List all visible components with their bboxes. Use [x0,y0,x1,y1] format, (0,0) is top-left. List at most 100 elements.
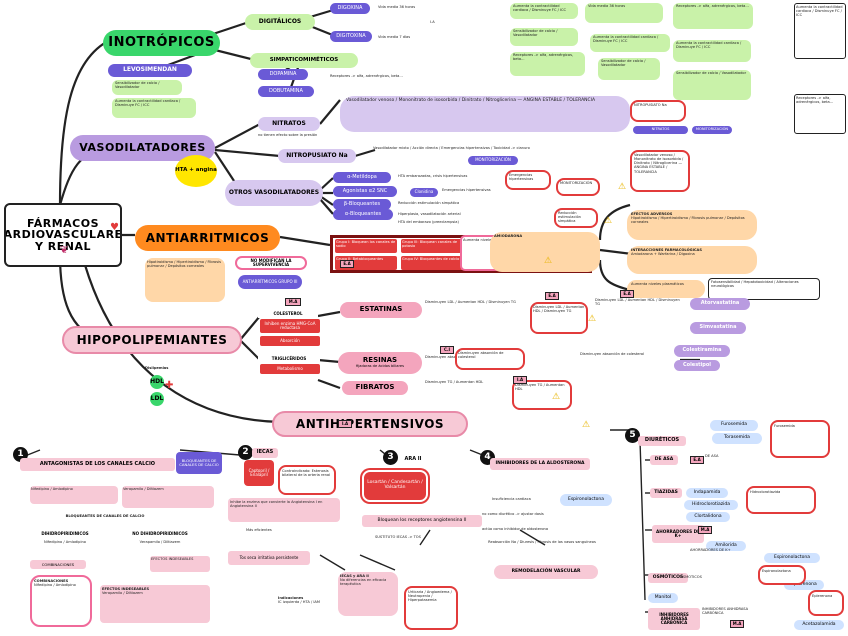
s2-ieca-ara-title: IECAS y ARA II [340,574,369,578]
estatinas-notes: Disminuyen LDL / Aumentan HDL / Disminuy… [425,300,516,304]
s5-ahorr-notes: AHORRADORES DE K+ [690,548,731,552]
s1-efectos: EFECTOS INDESEABLES Verapamilo / Diltiaz… [100,585,210,623]
estatinas-list: Disminuyen LDL / Aumentan HDL / Disminuy… [595,298,680,307]
warning-icon: ⚠ [552,392,561,402]
s4-como: no como diurético -> ajustar dosis [482,512,544,516]
amiodarona-title: AMIODARONA [494,234,523,238]
alfa-notes: Hiperplasia, vasodilatación arterial [398,212,461,216]
warning-icon: ⚠ [618,182,627,192]
vaso-tag-1: NITRATOS [633,126,688,134]
s5-eplerenona: Eplerenona [784,580,824,590]
estatinas-node: ESTATINAS [340,302,422,318]
nitratos-node: NITRATOS [258,117,320,131]
section-3-badge: 3 [383,450,398,465]
s5-furosemida: Furosemida [710,420,758,431]
badge-ea-5: E.A [620,290,634,298]
s5-aceta: Acetazolamida [794,620,844,630]
s2-cap: Captopril / Enalapril [244,460,274,486]
beta-bloq-node: β-Bloqueantes [333,199,391,210]
class-i: Grupo I: Bloquean los canales de sodio [335,239,397,253]
s4-insuf: Insuficiencia cardiaca [492,497,531,501]
s5-ea-2: Hidroclorotiazida [746,486,816,514]
hdl-badge: HDL [150,375,164,389]
vaso-ea-box-5: Vasodilatador venoso / Mononitrato de is… [630,150,690,192]
s5-amilorida: Amilorida [706,541,746,551]
no-modifican-node: NO MODIFICAN LA SUPERVIVENCIA [235,256,307,270]
s5-inhib: INHIBIDORES ANHIDRASA CARBÓNICA [648,608,700,630]
heart-icon: ♥ [110,222,119,233]
side-note-2: Receptores -> alfa, adrenérgicos, beta..… [794,94,846,134]
s2-ea: Urticaria / Angioedema / Neutropenia / H… [404,586,458,630]
badge-ea-1: M.A [285,298,301,306]
s5-torasemida: Torasemida [712,433,762,444]
badge-ea-9: M.A [698,526,712,534]
fibratos-notes: Disminuyen TG / Aumentan HDL [425,380,484,384]
atorvastatina-node: Atorvastatina [690,298,750,310]
digitoxina-vida-media: Vida media 7 días [378,35,411,39]
badge-ea-8: E.A [690,456,704,464]
badge-ea-3: C.I [440,346,454,354]
pill-icon: ✚ [165,380,174,391]
s1-amlo: Nifedipino / Amlodipino [44,540,86,544]
hta-embarazo: HTA del embarazo (preeclampsia) [398,220,459,224]
hta-angina-badge: HTA + angina [175,155,217,187]
symp-text: Receptores -> alfa, adrenérgicos, beta..… [330,74,403,78]
s5-hidro: Hidroclorotiazida [684,500,738,510]
vaso-tag-2: MONITORIZACIÓN [692,126,732,134]
green-note-5: Aumenta la contractilidad cardiaca / Dis… [590,34,670,52]
s2-efectos: Más eficientes [246,528,272,532]
s1-vera: Verapamilo / Diltiazem [139,540,181,544]
s1-comb-list: Nifedipino / Amlodipino [34,583,76,588]
s2-tos: Tos seca irritativa persistente [228,551,310,565]
s1-dihidro: DIHIDROPIRIDINICOS [41,530,89,536]
section-5-badge: 5 [625,428,640,443]
class-iv: Grupo IV: Bloqueantes de calcio [401,256,463,270]
inotropicos-node: INOTRÓPICOS [103,30,220,56]
s1-nodihidro: NO DIHIDROPIRIDINICOS [132,530,188,536]
s2-indic-list: IC izquierda / HTA / IAM [278,600,320,605]
s5-asa-notes: DE ASA [705,454,719,458]
nitratos-notes: Vasodilatador venoso / Mononitrato de is… [340,96,630,132]
interacciones-box: INTERACCIONES FARMACOLÓGICAS Amiodarona … [627,246,757,274]
monitorizacion-node: MONITORIZACIÓN [468,156,518,165]
s2-indicaciones: Indicaciones IC izquierda / HTA / IAM [278,596,334,628]
digoxina-vida-media: Vida media 36 horas [378,5,416,9]
badge-ea-6: E.A [340,260,354,268]
ia-notes: Aumenta la contractilidad cardiaca / Dis… [112,98,196,118]
hipo-ea-box-3: Disminuyen TG / Aumentan HDL [512,380,572,410]
antiarr-notes-left: Hipotiroidismo / Hipertiroidismo / Fibro… [145,258,225,302]
metabolismo-node: Metabolismo [260,364,320,374]
levosimendan-node: LEVOSIMENDAN [108,64,192,77]
s5-asa: DE ASA [650,455,678,465]
agonistas-node: Agonistas α2 SNC [333,186,397,197]
s3-bloquean: Bloquean los receptores angiotensina II [362,515,482,527]
emergencias-text: Emergencias hipertensivas [442,188,491,192]
nitroprusiato-node: NITROPUSIATO Na [278,149,356,163]
s4-actua: actúa como inhibidor de aldosterona [482,527,549,531]
s1-note-1: Nifedipino / Amlodipino [30,486,118,504]
warning-icon: ⚠ [582,420,591,430]
green-note-6: Sensibilizador de calcio / Vasodilatador [598,58,660,80]
s2-ara-notes: No diferencias en eficacia terapéutica [340,578,387,587]
green-note-7: Receptores -> alfa, adrenérgicos, beta..… [673,3,753,29]
hipo-ea-box-2: Disminuyen absorción de colesterol [455,348,525,370]
s1-comb-title: COMBINACIONES [34,579,69,583]
colestipol-node: Colestipol [674,360,720,371]
s5-title: DIURÉTICOS [638,436,686,446]
warning-icon: ⚠ [544,256,553,266]
antiarr-sm-box: Aumenta niveles plasmáticos [627,280,705,298]
main-title-box: FÁRMACOS CARDIOVASCULARES Y RENAL [4,203,122,267]
antihipertensivos-node: ANTIHIPERTENSIVOS [272,411,468,437]
s2-contra: Contraindicado: Estenosis bilateral de l… [278,465,336,495]
s1-contra: EFECTOS INDESEABLES [150,556,210,572]
antiarr-list-node: ANTIARRÍTMICOS GRUPO III [238,275,302,289]
s3-title: ARA II [404,456,422,463]
vaso-ea-box-3: Reducción estimulación simpática [554,208,598,228]
colestiramina-node: Colestiramina [674,345,730,357]
efectos-adversos-title: EFECTOS ADVERSOS [631,212,673,216]
digitalicos-node: DIGITÁLICOS [245,14,315,30]
simvastatina-node: Simvastatina [690,322,746,334]
green-note-4: Vida media 36 horas [585,3,663,23]
vaso-ea-box-2: MONITORIZACIÓN [556,178,600,196]
nitroprusiato-notes: Vasodilatador mixto / Acción directa / E… [373,146,530,150]
